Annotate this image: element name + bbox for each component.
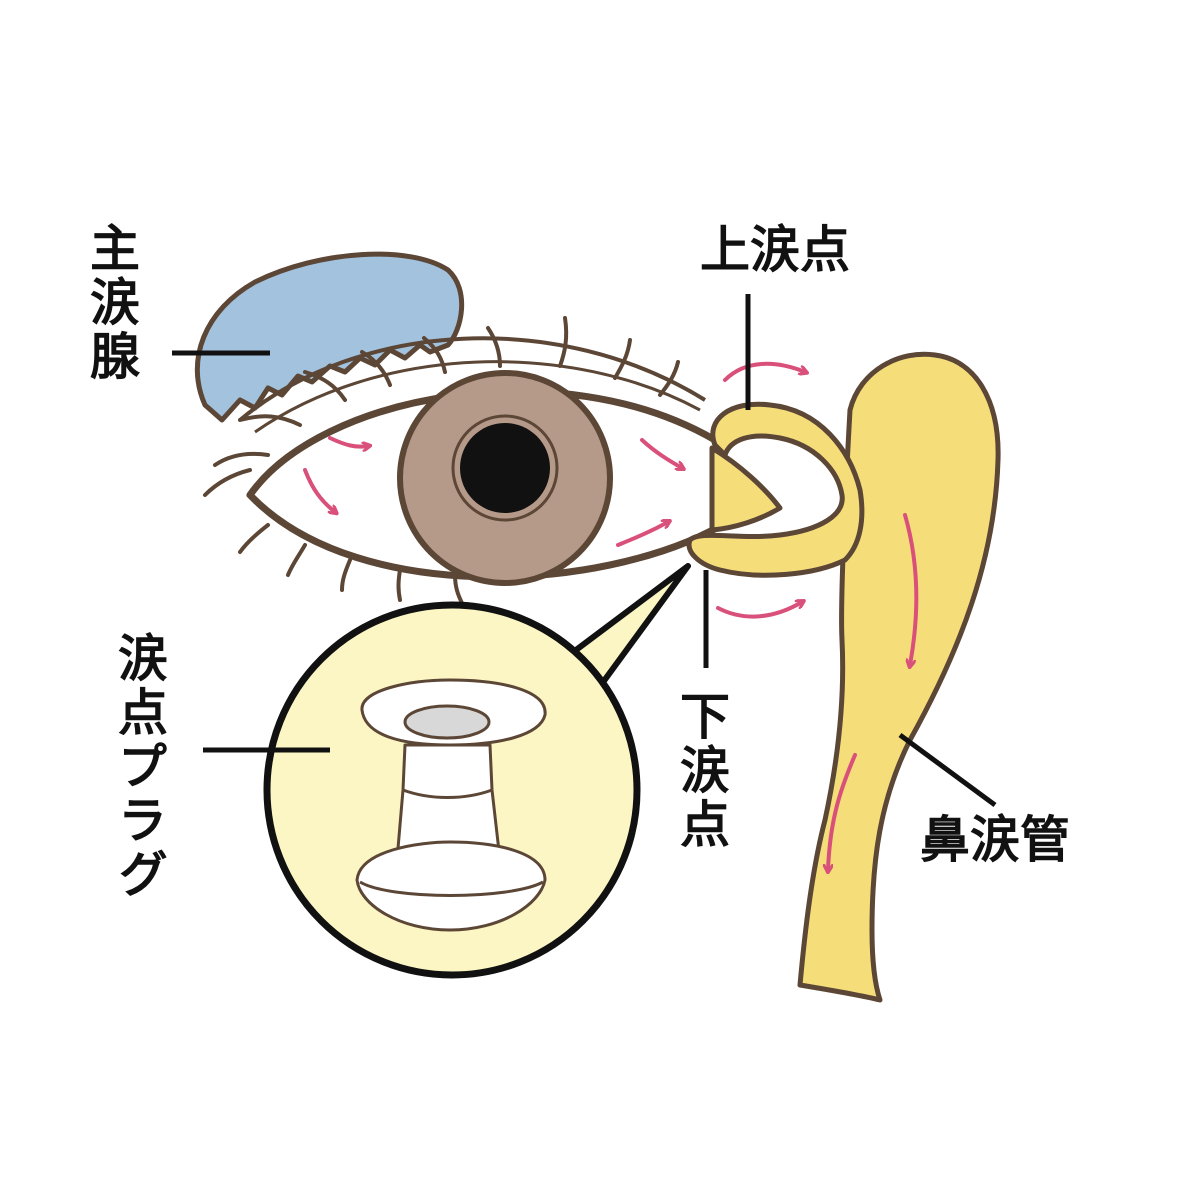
upper-eyelashes bbox=[203, 316, 680, 497]
label-punctal-plug: 涙点プラグ bbox=[110, 632, 168, 902]
leader-nasolacrimal-duct bbox=[898, 732, 997, 808]
tear-flow-arrows-puncta bbox=[716, 361, 805, 619]
lower-eyelashes bbox=[238, 523, 464, 605]
pupil bbox=[460, 423, 550, 513]
label-main-lacrimal-gland: 主涙腺 bbox=[82, 222, 140, 384]
eyelid-crease-inner bbox=[254, 360, 701, 434]
label-lower-punctum: 下涙点 bbox=[672, 690, 730, 852]
inner-eye-corner bbox=[709, 445, 783, 533]
leader-lines bbox=[172, 294, 997, 808]
label-nasolacrimal-duct: 鼻涙管 bbox=[920, 811, 1070, 869]
tear-flow-arrows-duct bbox=[828, 513, 919, 870]
label-upper-punctum: 上涙点 bbox=[700, 221, 850, 279]
pupil-ring bbox=[451, 414, 559, 522]
canaliculus-loop bbox=[686, 401, 865, 578]
main-lacrimal-gland bbox=[194, 251, 465, 423]
tear-flow-arrows-eye bbox=[303, 436, 682, 547]
punctal-plug-illustration bbox=[355, 678, 547, 932]
eyelid-crease-outer bbox=[238, 336, 707, 422]
